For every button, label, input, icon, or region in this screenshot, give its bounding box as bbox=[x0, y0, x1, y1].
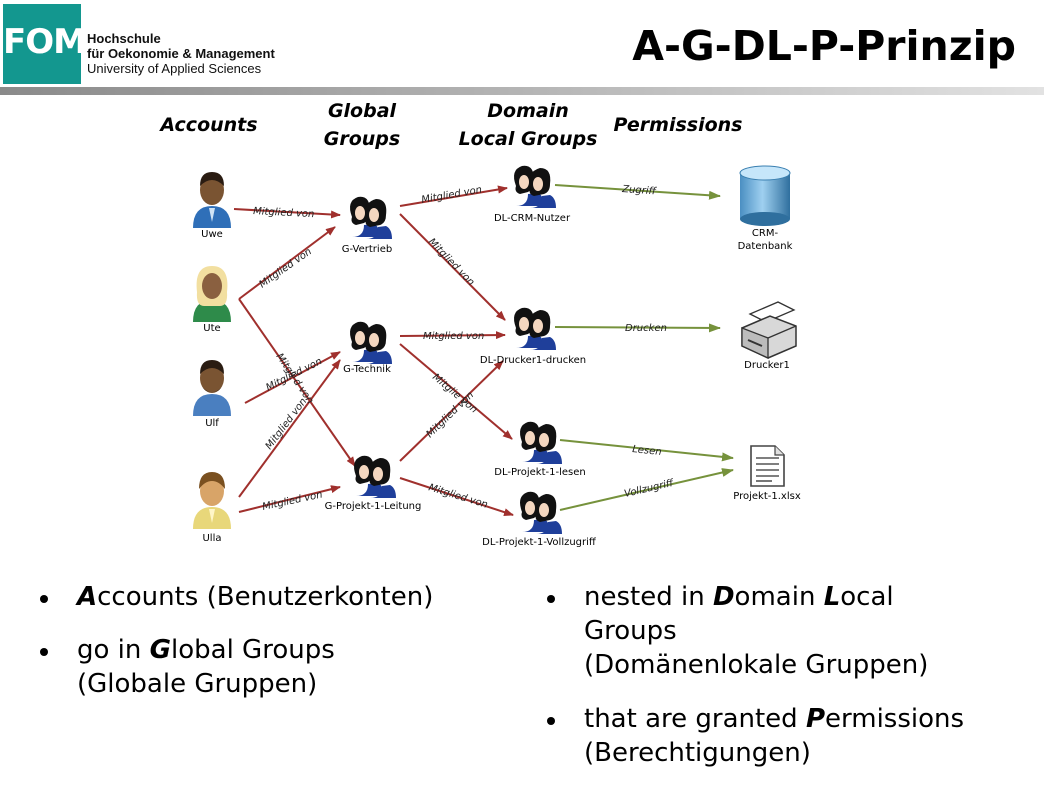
dl-group-label-projekt-vollzugriff: DL-Projekt-1-Vollzugriff bbox=[482, 537, 597, 548]
school-name-line3: University of Applied Sciences bbox=[87, 61, 262, 76]
bullet-domain-line3: (Domänenlokale Gruppen) bbox=[584, 650, 929, 680]
label-technik-drucker: Mitglied von bbox=[423, 331, 484, 342]
global-group-label-technik: G-Technik bbox=[343, 364, 391, 375]
label-perm-print: Drucken bbox=[625, 323, 667, 334]
group-icon-projekt-lesen bbox=[520, 421, 562, 464]
edge-uwe-vertrieb bbox=[233, 208, 341, 219]
bullet-domain-local: nested in Domain Local Groups (Domänenlo… bbox=[584, 580, 928, 682]
label-ulla-leitung: Mitglied von bbox=[261, 489, 323, 513]
edge-drucker-printer bbox=[554, 323, 721, 333]
edge-crm-database bbox=[554, 184, 721, 200]
bullet-dot-3 bbox=[547, 595, 555, 603]
col-header-domain-1: Domain bbox=[487, 100, 568, 122]
resource-label-file: Projekt-1.xlsx bbox=[733, 491, 801, 502]
bullet-perm-pre: that are granted bbox=[584, 704, 806, 734]
bullet-dot-2 bbox=[40, 648, 48, 656]
bullet-perm-text: ermissions bbox=[825, 704, 965, 734]
group-icon-projekt-vollzugriff bbox=[520, 491, 562, 534]
edge-vertrieb-crm bbox=[399, 185, 508, 207]
bullet-global-pre: go in bbox=[77, 635, 150, 665]
bullet-domain-pre: nested in bbox=[584, 582, 713, 612]
dl-group-label-drucker1-drucken: DL-Drucker1-drucken bbox=[480, 355, 586, 366]
document-icon bbox=[750, 445, 785, 487]
bullet-permissions: that are granted Permissions (Berechtigu… bbox=[584, 702, 964, 770]
group-icon-technik bbox=[350, 321, 392, 364]
global-group-label-vertrieb: G-Vertrieb bbox=[342, 244, 392, 255]
user-icon-ute bbox=[193, 266, 231, 322]
bullet-global-groups: go in Global Groups (Globale Gruppen) bbox=[77, 633, 335, 701]
bullet-perm-line2: (Berechtigungen) bbox=[584, 738, 811, 768]
account-label-ulla: Ulla bbox=[202, 533, 221, 544]
group-icon-vertrieb bbox=[350, 196, 392, 239]
user-icon-ulf bbox=[193, 360, 231, 416]
label-perm-access: Zugriff bbox=[621, 184, 658, 198]
logo-text: FOM bbox=[3, 22, 87, 62]
col-header-accounts: Accounts bbox=[158, 114, 257, 136]
edge-ute-projekt-leitung bbox=[238, 298, 356, 467]
dl-group-label-projekt-lesen: DL-Projekt-1-lesen bbox=[494, 467, 585, 478]
col-header-permissions: Permissions bbox=[613, 114, 742, 136]
group-icon-projekt-leitung bbox=[354, 455, 396, 498]
header-divider bbox=[0, 87, 1044, 95]
user-icon-ulla bbox=[193, 472, 231, 529]
user-icon-uwe bbox=[193, 172, 231, 228]
bullet-domain-text: ocal bbox=[840, 582, 894, 612]
edge-lesen-file bbox=[559, 439, 734, 462]
bullet-accounts: Accounts (Benutzerkonten) bbox=[77, 580, 433, 614]
account-label-uwe: Uwe bbox=[201, 229, 223, 240]
edge-technik-drucker bbox=[399, 331, 506, 340]
bullet-domain-line2: Groups bbox=[584, 616, 677, 646]
label-vertrieb-crm: Mitglied von bbox=[421, 184, 483, 205]
edge-ulla-technik bbox=[238, 359, 341, 498]
bullet-accounts-em: A bbox=[77, 582, 98, 612]
bullet-global-em: G bbox=[149, 635, 171, 665]
label-vertrieb-drucker: Mitglied von bbox=[426, 236, 476, 288]
resource-label-printer: Drucker1 bbox=[744, 360, 790, 371]
slide-title: A-G-DL-P-Prinzip bbox=[632, 22, 1016, 70]
bullet-dot-1 bbox=[40, 595, 48, 603]
bullet-domain-em1: D bbox=[712, 582, 735, 612]
label-ulla-technik: Mitglied von bbox=[264, 396, 310, 452]
group-icon-drucker1-drucken bbox=[514, 307, 556, 350]
resource-label-database-1: CRM- bbox=[752, 228, 779, 239]
bullet-global-line2: (Globale Gruppen) bbox=[77, 669, 318, 699]
database-icon bbox=[739, 165, 791, 226]
col-header-global-1: Global bbox=[328, 100, 397, 122]
resource-label-database-2: Datenbank bbox=[738, 241, 793, 252]
account-label-ulf: Ulf bbox=[205, 418, 219, 429]
account-label-ute: Ute bbox=[203, 323, 220, 334]
global-group-label-projekt-leitung: G-Projekt-1-Leitung bbox=[325, 501, 422, 512]
fom-logo: FOM bbox=[3, 4, 87, 84]
bullet-dot-4 bbox=[547, 717, 555, 725]
bullet-perm-em: P bbox=[805, 704, 826, 734]
edge-ulf-technik bbox=[244, 351, 341, 404]
label-perm-full: Vollzugriff bbox=[623, 478, 676, 500]
label-perm-read: Lesen bbox=[632, 444, 662, 458]
edge-technik-lesen bbox=[399, 343, 513, 440]
group-icon-crm-nutzer bbox=[514, 165, 556, 208]
dl-group-label-crm-nutzer: DL-CRM-Nutzer bbox=[494, 213, 571, 224]
edge-leitung-drucker bbox=[399, 360, 504, 462]
printer-icon bbox=[741, 301, 797, 360]
edge-leitung-vollzugriff bbox=[399, 477, 514, 517]
school-name-line1: Hochschule bbox=[87, 31, 161, 46]
col-header-domain-2: Local Groups bbox=[459, 128, 598, 150]
label-uwe-vertrieb: Mitglied von bbox=[253, 206, 315, 220]
bullet-domain-mid: omain bbox=[734, 582, 824, 612]
label-leitung-vollzugriff: Mitglied von bbox=[427, 482, 489, 510]
edge-vollzugriff-file bbox=[559, 468, 734, 511]
bullet-global-text: lobal Groups bbox=[171, 635, 335, 665]
edge-ulla-projekt-leitung bbox=[238, 485, 341, 513]
bullet-domain-em2: L bbox=[823, 582, 841, 612]
edge-vertrieb-drucker bbox=[399, 213, 506, 321]
col-header-global-2: Groups bbox=[324, 128, 400, 150]
school-name-line2: für Oekonomie & Management bbox=[87, 46, 275, 61]
bullet-accounts-text: ccounts (Benutzerkonten) bbox=[97, 582, 434, 612]
edge-ute-vertrieb bbox=[238, 226, 336, 300]
label-ute-vertrieb: Mitglied von bbox=[257, 246, 314, 290]
